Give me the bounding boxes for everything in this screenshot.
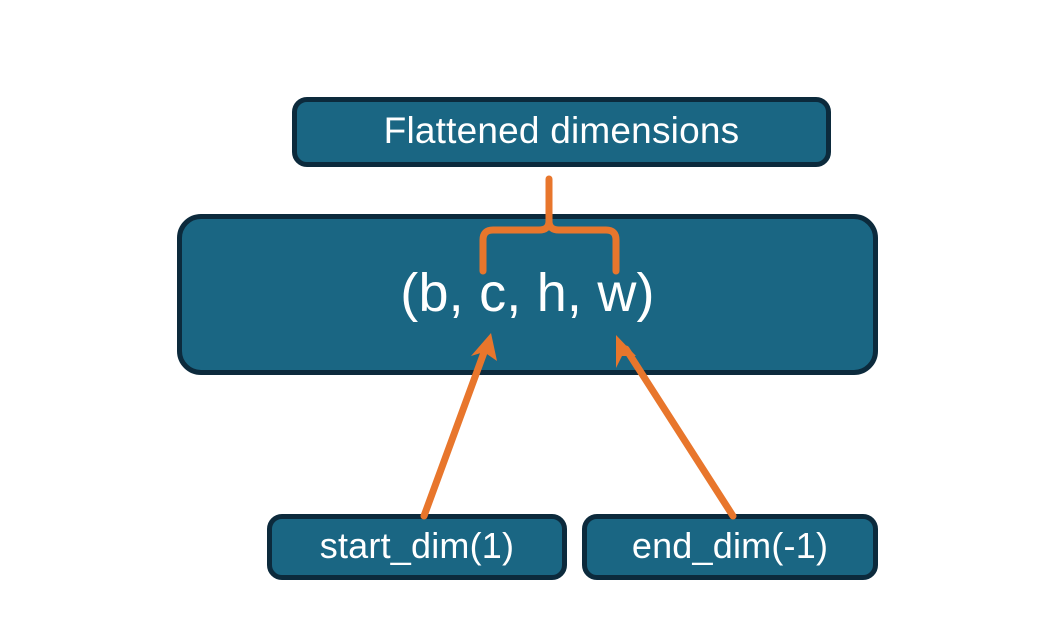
start-dim-box: start_dim(1) [267,514,567,580]
end-dim-box: end_dim(-1) [582,514,878,580]
end-dim-label: end_dim(-1) [631,524,829,566]
flattened-dimensions-box: Flattened dimensions [292,97,831,167]
tensor-shape-label: (b, c, h, w) [400,263,655,323]
start-dim-label: start_dim(1) [319,524,515,566]
tensor-shape-box: (b, c, h, w) [177,214,878,375]
flattened-dimensions-label: Flattened dimensions [383,110,740,151]
